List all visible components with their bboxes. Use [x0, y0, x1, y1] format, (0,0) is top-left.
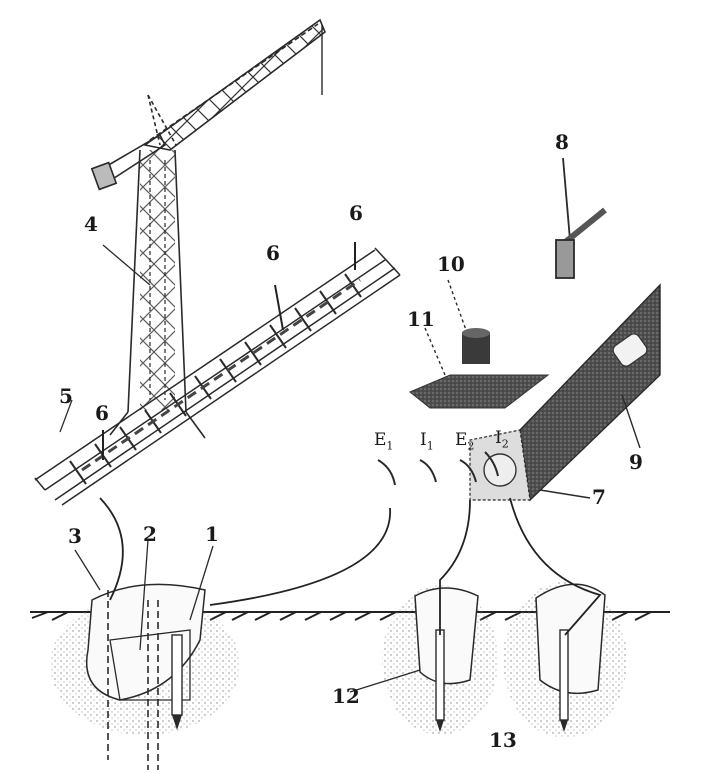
lead-wires [99, 497, 602, 636]
label-3: 3 [68, 524, 82, 548]
label-5: 5 [59, 384, 73, 408]
label-6-right: 6 [349, 201, 363, 225]
right-grounding-electrode [503, 582, 627, 738]
label-10: 10 [437, 252, 465, 276]
terminal-i1: I1 [420, 430, 434, 453]
left-grounding-electrode [50, 583, 240, 770]
terminal-clips [377, 451, 499, 486]
label-2: 2 [143, 522, 157, 546]
label-4: 4 [84, 212, 98, 236]
rail-joint-marks [102, 242, 356, 460]
label-7: 7 [592, 485, 606, 509]
label-13: 13 [489, 728, 517, 752]
rail-track [34, 247, 401, 506]
label-12: 12 [332, 684, 360, 708]
label-1: 1 [205, 522, 219, 546]
middle-grounding-electrode [382, 585, 498, 735]
terminal-i2: I2 [495, 428, 509, 451]
label-9: 9 [629, 450, 643, 474]
terminal-e2: E2 [455, 430, 475, 453]
leader-lines [59, 244, 421, 693]
flat-plate [409, 327, 550, 409]
tower-crane [90, 18, 326, 439]
terminal-e1: E1 [374, 430, 394, 453]
label-11: 11 [407, 307, 435, 331]
measuring-instrument [469, 283, 661, 502]
label-6-middle: 6 [266, 241, 280, 265]
cylinder-device [447, 279, 490, 364]
label-8: 8 [555, 130, 569, 154]
label-6-left: 6 [95, 401, 109, 425]
handheld-probe [555, 157, 607, 279]
